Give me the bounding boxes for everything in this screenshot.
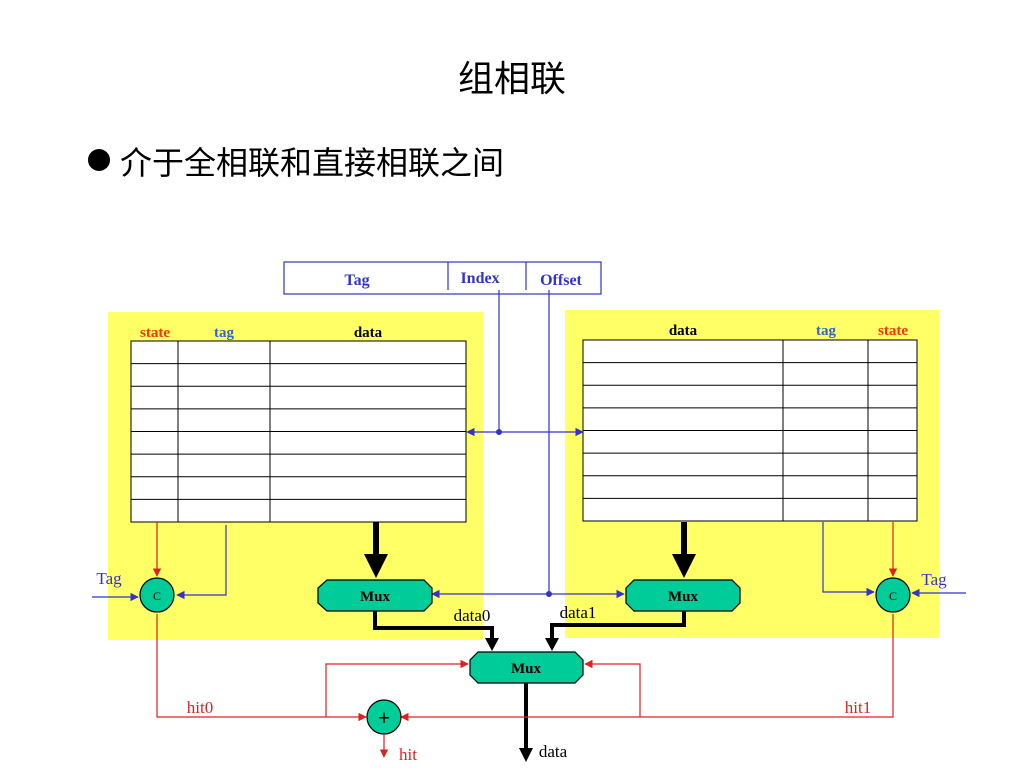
way1-state-header: state	[878, 323, 908, 339]
data1-arrowhead	[545, 638, 559, 651]
address-register: Tag Index Offset	[283, 261, 602, 295]
way1-tag-line	[822, 522, 875, 597]
way0-tag-header: tag	[214, 325, 234, 341]
data1-label: data1	[560, 603, 597, 622]
final-mux-label: Mux	[511, 661, 542, 677]
comparator-left: C	[139, 577, 175, 613]
hit0-line	[156, 614, 367, 722]
mux0: Mux	[317, 579, 433, 612]
data1-path	[550, 611, 686, 640]
data-output-arrowhead	[519, 748, 533, 762]
offset-bus-junction	[546, 591, 552, 597]
page-title: 组相联	[457, 59, 566, 100]
bullet-dot-icon	[88, 149, 110, 171]
way1-data-arrow	[672, 522, 696, 578]
or-gate: +	[366, 699, 402, 735]
way1-data-header: data	[669, 323, 698, 339]
way0-data-header: data	[354, 325, 383, 341]
way0-tag-line	[176, 525, 227, 600]
or-gate-label: +	[378, 705, 391, 730]
bullet-point: 介于全相联和直接相联之间	[88, 138, 504, 184]
way0-state-header: state	[140, 325, 170, 341]
tag-input-right-label: Tag	[921, 570, 947, 589]
address-tag-label: Tag	[344, 272, 369, 289]
index-bus-junction	[496, 429, 502, 435]
hit1-line	[400, 614, 894, 722]
mux1: Mux	[625, 579, 741, 612]
mux1-label: Mux	[668, 589, 699, 605]
comparator-right: C	[875, 577, 911, 613]
way1-table	[582, 339, 918, 522]
data0-path	[373, 611, 494, 640]
hit-output-label: hit	[399, 745, 417, 764]
bullet-text: 介于全相联和直接相联之间	[120, 144, 505, 182]
way0-data-arrow	[364, 522, 388, 578]
mux-select-left	[325, 659, 469, 717]
comparator-right-label: C	[889, 589, 897, 603]
way0-table	[130, 340, 467, 523]
data0-arrowhead	[485, 638, 499, 651]
comparator-left-label: C	[153, 589, 161, 603]
data0-label: data0	[454, 606, 491, 625]
offset-bus	[431, 290, 625, 599]
way1-tag-header: tag	[816, 323, 836, 339]
address-offset-label: Offset	[540, 272, 582, 289]
mux0-label: Mux	[360, 589, 391, 605]
data-output-label: data	[539, 742, 568, 761]
tag-input-left-label: Tag	[96, 569, 122, 588]
hit0-label: hit0	[187, 698, 213, 717]
address-index-label: Index	[460, 270, 499, 287]
mux-select-right	[584, 659, 641, 717]
index-bus	[466, 290, 584, 437]
final-mux: Mux	[469, 651, 584, 684]
hit1-label: hit1	[845, 698, 871, 717]
